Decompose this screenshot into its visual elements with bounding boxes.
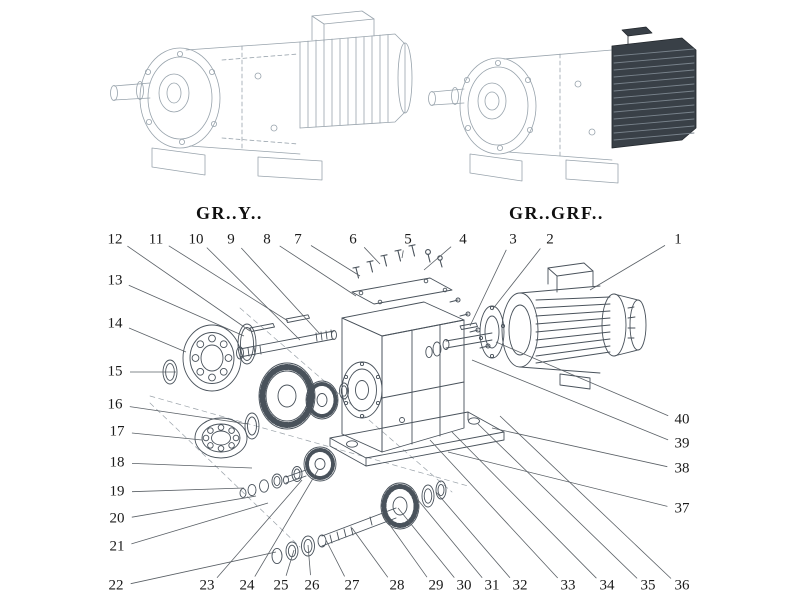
output-right-washers <box>421 480 447 508</box>
leader-line-3 <box>469 249 507 327</box>
leader-line-36 <box>499 415 672 579</box>
compact-motor-block <box>611 26 697 149</box>
leader-line-11 <box>168 245 289 322</box>
housing-cover <box>351 277 453 305</box>
leader-line-14 <box>128 327 187 353</box>
leader-line-35 <box>477 423 638 579</box>
leader-line-34 <box>451 431 597 579</box>
motor-flange <box>478 305 506 359</box>
leader-line-32 <box>435 491 511 579</box>
gearmotor-drawing-left <box>110 10 413 181</box>
leader-line-19 <box>131 487 245 493</box>
gear-housing <box>341 301 465 453</box>
leader-line-40 <box>495 341 669 417</box>
leader-line-20 <box>131 495 257 518</box>
spacer-washer <box>244 412 260 440</box>
leader-line-33 <box>429 439 558 579</box>
leader-line-8 <box>279 245 357 297</box>
leader-line-28 <box>351 527 389 578</box>
leader-line-5 <box>401 250 404 259</box>
leader-line-9 <box>241 247 321 335</box>
leader-line-12 <box>127 245 251 332</box>
ball-bearing-lower <box>194 417 248 459</box>
leader-lines <box>127 245 672 585</box>
leader-line-1 <box>589 245 666 291</box>
leader-line-31 <box>417 499 483 578</box>
leader-line-13 <box>128 284 245 337</box>
mid-washer <box>339 382 349 400</box>
variant-label-left: GR..Y.. <box>196 203 263 223</box>
leader-line-39 <box>471 359 669 441</box>
leader-line-24 <box>254 469 319 577</box>
variant-label-right: GR..GRF.. <box>509 203 604 223</box>
motor <box>501 262 647 390</box>
leader-line-4 <box>423 246 452 271</box>
intermediate-gear <box>283 446 337 485</box>
leader-line-10 <box>206 247 301 341</box>
input-shaft <box>236 314 337 360</box>
motor-shaft-key <box>425 322 493 359</box>
mounting-base <box>329 411 505 467</box>
leader-line-7 <box>310 245 361 277</box>
mid-gear <box>305 380 339 420</box>
leader-line-6 <box>363 247 381 265</box>
small-washers-left <box>239 466 303 498</box>
leader-line-38 <box>491 427 668 468</box>
leader-line-16 <box>129 406 249 425</box>
ball-bearing-upper <box>182 324 242 392</box>
leader-line-26 <box>307 544 311 576</box>
leader-line-17 <box>131 432 203 441</box>
leader-line-27 <box>325 539 345 577</box>
leader-line-18 <box>131 463 253 469</box>
output-gear <box>380 482 420 530</box>
leader-line-37 <box>447 451 668 507</box>
alignment-lines <box>149 307 469 548</box>
leader-line-25 <box>285 549 295 576</box>
leader-line-21 <box>131 502 269 545</box>
leader-line-22 <box>130 551 277 585</box>
leader-line-29 <box>381 513 428 578</box>
leader-line-23 <box>216 479 303 579</box>
leader-line-30 <box>397 507 455 578</box>
leader-line-2 <box>491 248 541 311</box>
gearmotor-drawing-right <box>428 26 697 184</box>
flange-bolts <box>449 297 491 349</box>
